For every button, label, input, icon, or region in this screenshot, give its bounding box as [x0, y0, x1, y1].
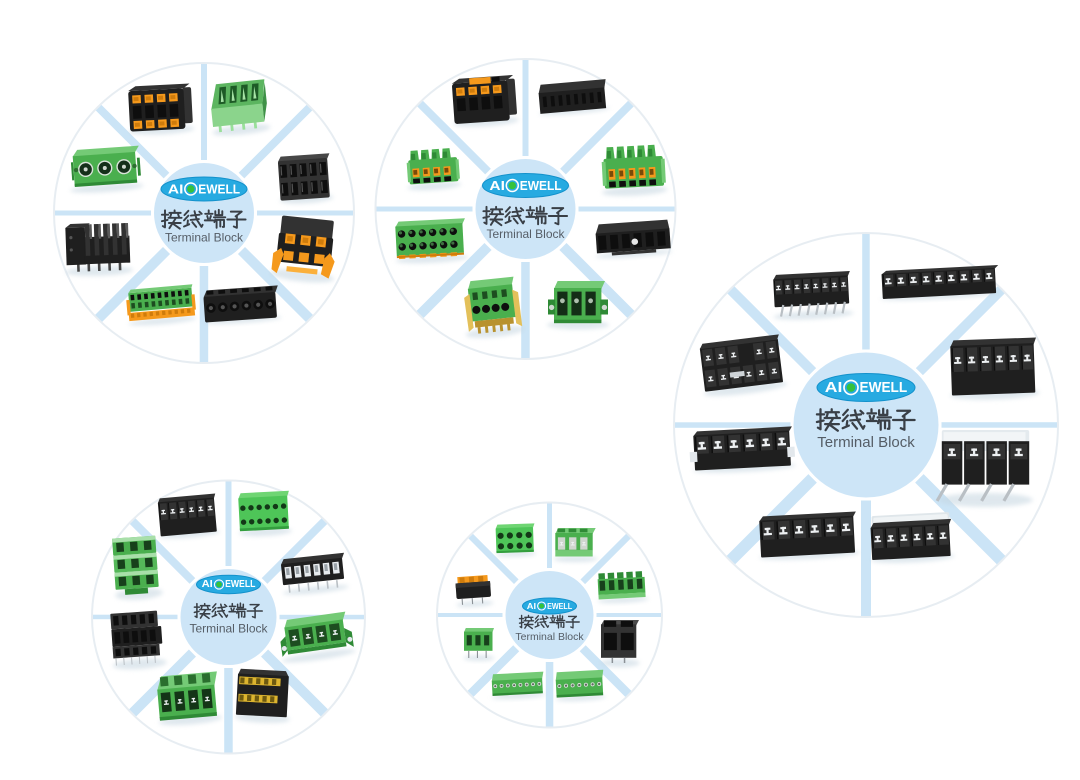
svg-text:AI: AI	[489, 178, 505, 193]
svg-text:AI: AI	[202, 579, 213, 590]
svg-text:Terminal Block: Terminal Block	[165, 231, 244, 245]
svg-text:Terminal Block: Terminal Block	[189, 622, 268, 636]
svg-text:EWELL: EWELL	[860, 379, 908, 396]
svg-text:Terminal Block: Terminal Block	[515, 631, 584, 643]
svg-text:AI: AI	[825, 379, 843, 396]
svg-text:AI: AI	[168, 182, 184, 197]
svg-text:EWELL: EWELL	[225, 579, 255, 590]
svg-text:Terminal Block: Terminal Block	[817, 434, 915, 451]
svg-text:EWELL: EWELL	[520, 178, 562, 193]
svg-text:EWELL: EWELL	[547, 601, 572, 611]
svg-text:EWELL: EWELL	[198, 182, 240, 197]
svg-text:Terminal Block: Terminal Block	[486, 227, 565, 241]
svg-text:AI: AI	[527, 601, 536, 611]
